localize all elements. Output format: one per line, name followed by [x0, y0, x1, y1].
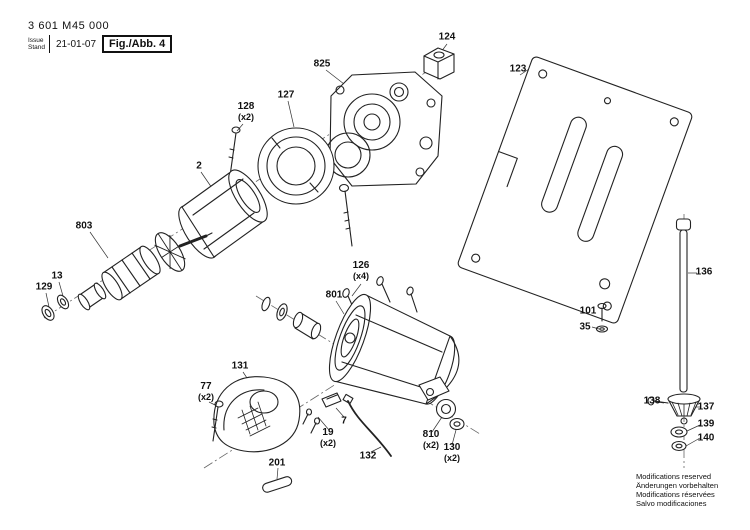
figure-label: Fig./Abb. 4: [102, 35, 173, 53]
part-130-nut: [449, 417, 465, 431]
part-label-201: 201: [268, 457, 286, 469]
part-label-13: 13: [51, 270, 63, 282]
issue-date: 21-01-07: [56, 38, 97, 50]
part-label-124: 124: [438, 31, 456, 43]
part-label-101: 101: [579, 305, 597, 317]
flange-screw: [338, 183, 353, 247]
part-810-bearing: [418, 376, 457, 420]
part-label-35: 35: [579, 321, 591, 333]
part-label-810: 810(x2): [422, 429, 440, 450]
part-2-stator: [178, 169, 268, 259]
part-label-801: 801: [325, 289, 343, 301]
part-label-19: 19(x2): [319, 427, 337, 448]
part-label-139: 139: [697, 418, 715, 430]
part-825-bearing-flange: [325, 71, 443, 187]
part-19-screws: [302, 408, 321, 434]
part-35-washer: [595, 325, 609, 333]
notice-line-de: Änderungen vorbehalten: [636, 481, 719, 490]
title-block: 3 601 M45 000 Issue Stand 21-01-07 Fig./…: [28, 20, 173, 53]
brush-bushing-parts: [261, 296, 322, 340]
notice-line-fr: Modifications réservées: [636, 490, 715, 499]
part-label-127: 127: [277, 89, 295, 101]
part-label-132: 132: [359, 450, 377, 462]
part-77-screw: [211, 400, 224, 442]
issue-stand-labels: Issue Stand: [28, 35, 50, 53]
stand-label: Stand: [28, 44, 45, 51]
part-201-pin: [262, 476, 293, 493]
part-label-126: 126(x4): [352, 260, 370, 281]
part-label-128: 128(x2): [237, 101, 255, 122]
part-124-connector-block: [423, 47, 455, 80]
part-123-base-plate: [457, 56, 693, 324]
part-137-bevel-gear: [667, 393, 701, 425]
part-136-rod: [675, 218, 692, 393]
type-number: 3 601 M45 000: [28, 20, 110, 32]
part-label-130: 130(x2): [443, 442, 461, 463]
part-101-screw: [597, 302, 607, 322]
part-label-136: 136: [695, 266, 713, 278]
part-label-77: 77(x2): [197, 381, 215, 402]
part-label-140: 140: [697, 432, 715, 444]
part-13-washer: [56, 294, 70, 310]
part-138-screw: [647, 396, 669, 406]
issue-row: Issue Stand 21-01-07 Fig./Abb. 4: [28, 35, 173, 53]
notice-line-en: Modifications reserved: [636, 472, 712, 481]
part-label-825: 825: [313, 58, 331, 70]
part-132-cable: [342, 393, 392, 457]
part-label-7: 7: [341, 415, 347, 427]
part-131-cover: [213, 376, 301, 453]
part-129-washer: [41, 305, 55, 321]
part-label-129: 129: [35, 281, 53, 293]
part-label-131: 131: [231, 360, 249, 372]
part-140-washer: [671, 440, 687, 452]
part-128-screw: [228, 126, 241, 177]
issue-label: Issue: [28, 36, 44, 44]
part-7-clamp: [321, 392, 342, 408]
notice-line-es: Salvo modificaciones: [636, 499, 707, 508]
part-801-motor-housing: [328, 286, 460, 405]
part-127-air-baffle-ring: [257, 127, 335, 205]
part-label-803: 803: [75, 220, 93, 232]
modifications-notice: Modifications reserved Änderungen vorbeh…: [636, 472, 718, 508]
part-139-washer: [670, 426, 688, 438]
part-label-137: 137: [697, 401, 715, 413]
part-label-138: 138: [643, 395, 661, 407]
part-label-2: 2: [196, 160, 202, 172]
part-label-123: 123: [509, 63, 527, 75]
part-803-armature: [77, 232, 213, 311]
